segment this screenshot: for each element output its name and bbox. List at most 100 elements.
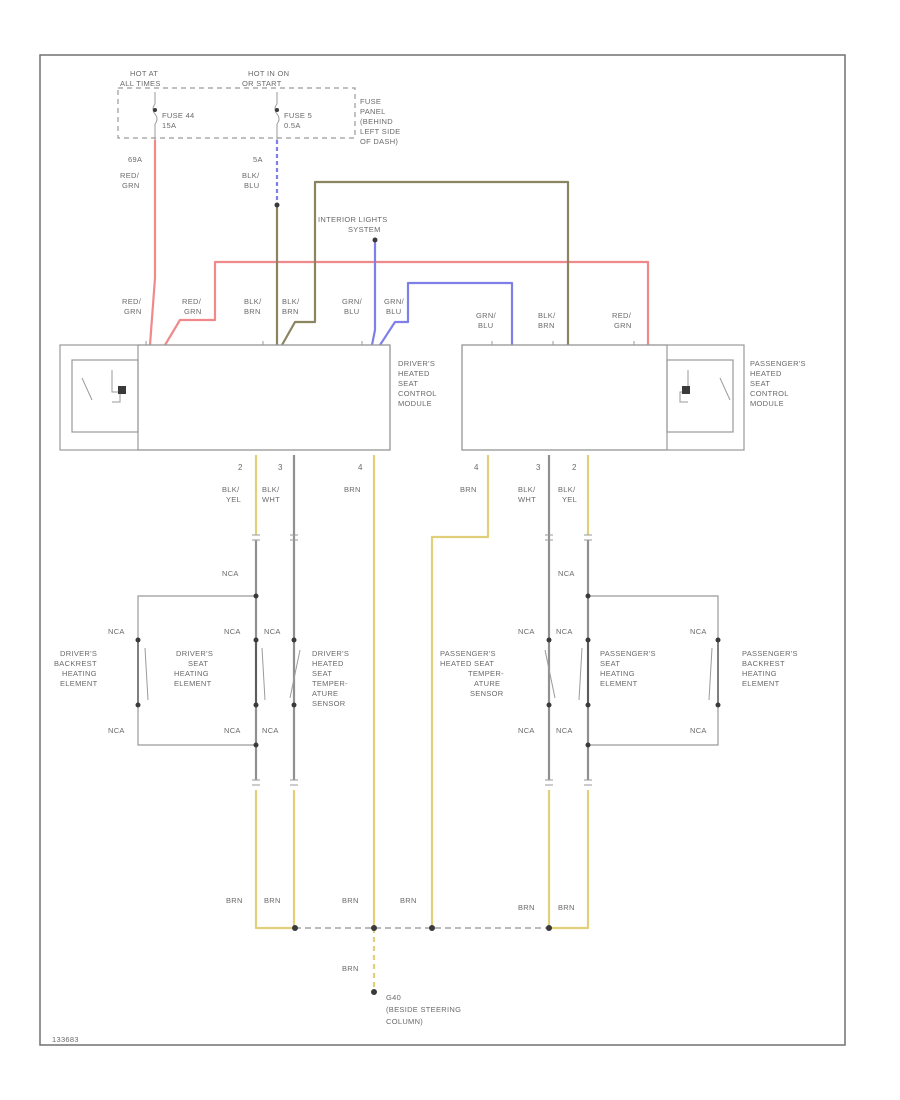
driver-pin-2: 2 — [238, 463, 243, 472]
connector-ticks-bottom — [252, 779, 592, 786]
nca-label: NCA — [556, 627, 573, 636]
dot — [291, 637, 297, 643]
wire-label-red-c2: GRN — [614, 321, 632, 330]
passenger-temp-sensor-label-1: PASSENGER'S — [440, 649, 496, 658]
interior-lights-label-2: SYSTEM — [348, 225, 381, 234]
passengers-module-outer — [461, 344, 745, 451]
wire-label-red-b1: RED/ — [182, 297, 202, 306]
wire-label-blk-brn-a1: BLK/ — [244, 297, 262, 306]
wire-label-brn-g1: BRN — [226, 896, 243, 905]
driver-backrest-label-1: DRIVER'S — [60, 649, 97, 658]
nca-label: NCA — [690, 627, 707, 636]
nca-label: NCA — [224, 627, 241, 636]
wire-id-5a: 5A — [253, 155, 263, 164]
wire-label-brn-g4: BRN — [400, 896, 417, 905]
passenger-heater-box — [544, 595, 719, 746]
wire-label-blk-brn-c2: BRN — [538, 321, 555, 330]
passenger-seat-heating-label-1: PASSENGER'S — [600, 649, 656, 658]
passenger-seat-heating-label-4: ELEMENT — [600, 679, 638, 688]
passengers-module-indicator-icon — [682, 386, 690, 394]
drivers-module-indicator-icon — [118, 386, 126, 394]
wire-label-brn-a: BRN — [344, 485, 361, 494]
wire-olive-loop — [281, 180, 570, 346]
drivers-module-label-4: CONTROL — [398, 389, 437, 398]
passengers-control-module: PASSENGER'S HEATED SEAT CONTROL MODULE — [461, 344, 806, 451]
hot-at-all-times-line2: ALL TIMES — [120, 79, 161, 88]
wire-label-grn-blu-a1: GRN/ — [342, 297, 363, 306]
passenger-seat-element-icon — [578, 647, 583, 701]
passengers-module-label-1: PASSENGER'S — [750, 359, 806, 368]
passengers-module-label-3: SEAT — [750, 379, 770, 388]
connector-ticks-top — [252, 534, 592, 541]
dot — [371, 925, 377, 931]
dot — [135, 702, 141, 708]
wire-label-grn-blu-b2: BLU — [386, 307, 402, 316]
passengers-module-label-4: CONTROL — [750, 389, 789, 398]
driver-temp-sensor-label-5: ATURE — [312, 689, 338, 698]
dot — [546, 925, 552, 931]
nca-label: NCA — [108, 627, 125, 636]
fuse-panel-line1: FUSE — [360, 97, 381, 106]
dot — [253, 742, 259, 748]
driver-seat-heating-label-1: DRIVER'S — [176, 649, 213, 658]
wire-labels: 69A RED/ GRN 5A BLK/ BLU INTERIOR LIGHTS… — [54, 155, 798, 1026]
wire-label-red-a2: GRN — [124, 307, 142, 316]
hot-in-on-start-line2: OR START — [242, 79, 282, 88]
wire-driver-pin2-ground — [254, 790, 295, 930]
ground-label-2: (BESIDE STEERING — [386, 1005, 461, 1014]
drivers-module-switch-box — [71, 359, 139, 433]
dot — [585, 593, 591, 599]
driver-temp-sensor-label-1: DRIVER'S — [312, 649, 349, 658]
wire-label-blk-yel-b2: YEL — [562, 495, 577, 504]
wire-label-brn-b: BRN — [460, 485, 477, 494]
wire-label-grn-blu-c2: BLU — [478, 321, 494, 330]
wire-label-blk-brn-c1: BLK/ — [538, 311, 556, 320]
wire-blue-to-passenger — [379, 281, 514, 346]
wire-label-blk-brn-b1: BLK/ — [282, 297, 300, 306]
passenger-seat-heating-label-2: SEAT — [600, 659, 620, 668]
driver-heater-box — [137, 595, 301, 746]
wire-label-blk-yel-b1: BLK/ — [558, 485, 576, 494]
fuse-panel: HOT AT ALL TIMES HOT IN ON OR START FUSE… — [117, 69, 400, 146]
passenger-backrest-label-3: HEATING — [742, 669, 777, 678]
nca-label: NCA — [518, 726, 535, 735]
dot — [253, 637, 259, 643]
dot — [153, 108, 157, 112]
dot — [585, 742, 591, 748]
passenger-temp-sensor-label-2: HEATED SEAT — [440, 659, 494, 668]
driver-temp-sensor-label-2: HEATED — [312, 659, 344, 668]
fuse-panel-line3: (BEHIND — [360, 117, 393, 126]
dot — [585, 637, 591, 643]
passengers-module-label-5: MODULE — [750, 399, 784, 408]
driver-temp-sensor-icon — [289, 649, 301, 699]
wire-label-grn-blu-c1: GRN/ — [476, 311, 497, 320]
wire-passenger-pin4-brn — [430, 455, 490, 928]
nca-label: NCA — [556, 726, 573, 735]
driver-backrest-label-4: ELEMENT — [60, 679, 98, 688]
fuse-44-label: FUSE 44 — [162, 111, 195, 120]
wire-label-red-a1: RED/ — [122, 297, 142, 306]
fuse-44-rating: 15A — [162, 121, 176, 130]
driver-seat-element-icon — [261, 647, 266, 701]
wire-label-brn-g6: BRN — [558, 903, 575, 912]
dot — [275, 108, 279, 112]
fuse-panel-line2: PANEL — [360, 107, 386, 116]
passenger-temp-sensor-label-4: ATURE — [474, 679, 500, 688]
fuse-panel-line5: OF DASH) — [360, 137, 398, 146]
drivers-control-module: DRIVER'S HEATED SEAT CONTROL MODULE — [59, 344, 437, 451]
wire-label-brn-g5: BRN — [518, 903, 535, 912]
drivers-module-label-5: MODULE — [398, 399, 432, 408]
wire-color-blk-blu-2: BLU — [244, 181, 260, 190]
passenger-pin-4: 4 — [474, 463, 479, 472]
nca-label: NCA — [558, 569, 575, 578]
dot — [715, 702, 721, 708]
driver-temp-sensor-label-6: SENSOR — [312, 699, 346, 708]
driver-backrest-element-icon — [144, 647, 149, 701]
wire-blue-interior-driver — [370, 240, 377, 346]
fuse-5-symbol — [274, 92, 280, 140]
passenger-backrest-label-2: BACKREST — [742, 659, 785, 668]
wire-label-blk-yel-a2: YEL — [226, 495, 241, 504]
ground-label-1: G40 — [386, 993, 401, 1002]
nca-label: NCA — [518, 627, 535, 636]
